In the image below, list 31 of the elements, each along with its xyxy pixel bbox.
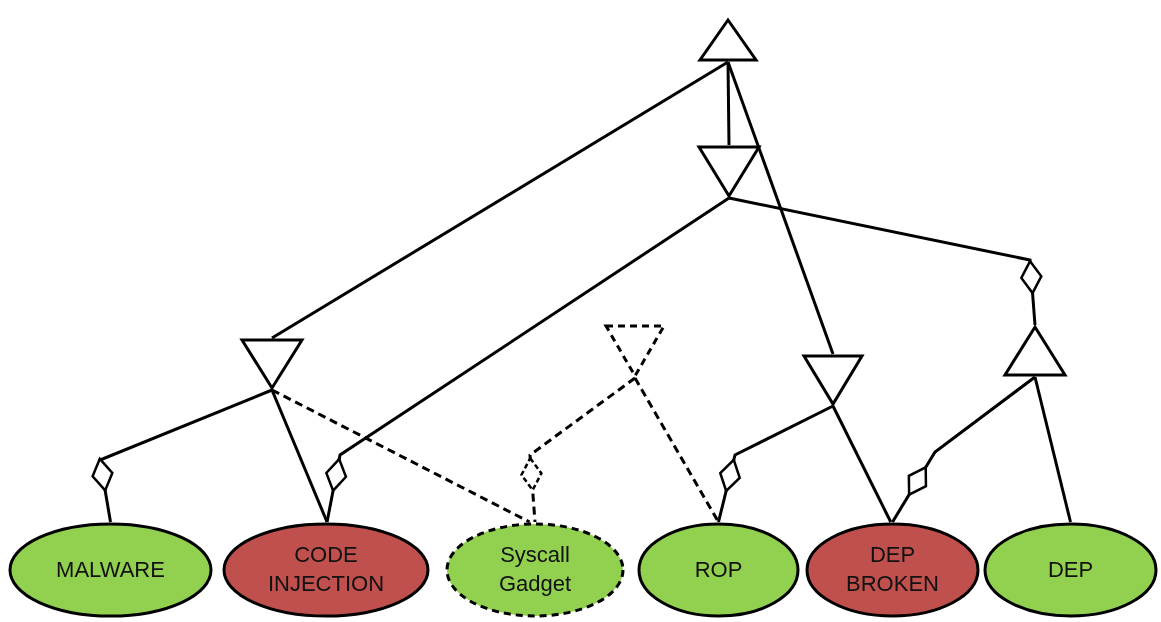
triangle-node — [698, 18, 758, 62]
node-label: ROP — [694, 555, 743, 584]
triangle-node — [802, 354, 864, 406]
ellipse-node — [445, 522, 625, 618]
ellipse-node — [983, 522, 1158, 618]
triangle-node — [1003, 325, 1067, 377]
connector-line — [633, 377, 720, 523]
connector-line — [270, 389, 329, 523]
node-label: Syscall Gadget — [497, 541, 573, 598]
connector-line — [831, 405, 893, 523]
ellipse-node — [805, 522, 980, 618]
diamond-connector — [91, 388, 273, 523]
triangle-node — [604, 324, 666, 378]
diamond-connector — [728, 196, 1043, 326]
connector-line — [271, 388, 531, 524]
diamond-connector — [891, 375, 1036, 523]
node-label: CODE INJECTION — [266, 541, 386, 598]
triangle-node — [697, 145, 761, 198]
ellipse-node — [8, 522, 213, 618]
node-label: DEP BROKEN — [845, 541, 940, 598]
connector-line — [1033, 376, 1072, 523]
triangle-node — [240, 338, 304, 390]
connector-line — [726, 61, 835, 355]
diamond-connector — [717, 404, 834, 523]
connector-line — [271, 60, 729, 340]
diamond-connector — [325, 196, 730, 523]
node-label: DEP — [1047, 555, 1094, 584]
node-label: MALWARE — [56, 555, 165, 584]
ellipse-node — [637, 522, 800, 618]
ellipse-node — [222, 522, 430, 618]
diamond-connector — [520, 376, 636, 523]
